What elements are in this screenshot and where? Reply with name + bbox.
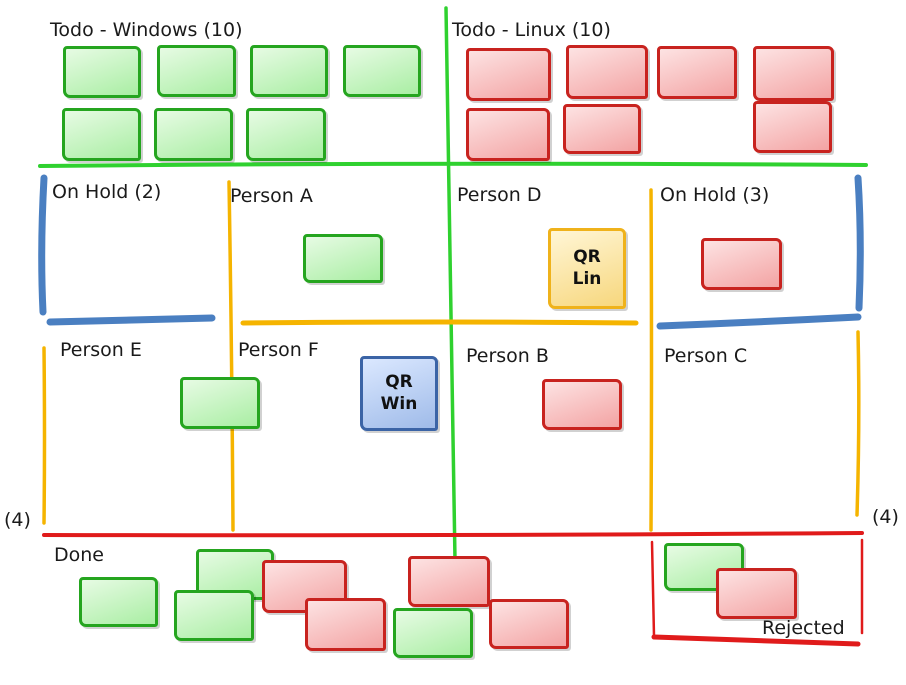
lane-label-done: Done	[54, 544, 104, 566]
linux-card-person-b[interactable]	[542, 379, 622, 430]
done-linux-card[interactable]	[489, 599, 569, 649]
lane-label-todo-linux: Todo - Linux (10)	[452, 19, 611, 41]
windows-todo-card[interactable]	[157, 45, 236, 97]
done-windows-card[interactable]	[393, 608, 473, 658]
orange-vertical-a	[227, 180, 235, 532]
lane-label-todo-windows: Todo - Windows (10)	[50, 19, 243, 41]
lane-label-person-a: Person A	[230, 185, 313, 207]
lane-label-person-d: Person D	[457, 184, 542, 206]
lane-label-person-e: Person E	[60, 339, 142, 361]
orange-horizontal-middle	[240, 319, 639, 326]
wip-limit-right: (4)	[872, 506, 899, 528]
done-windows-card[interactable]	[79, 577, 158, 627]
done-linux-card[interactable]	[262, 560, 347, 613]
linux-todo-card[interactable]	[563, 104, 641, 154]
linux-card-on-hold[interactable]	[701, 238, 782, 290]
windows-card-person-e[interactable]	[180, 377, 260, 429]
windows-todo-card[interactable]	[250, 45, 328, 97]
lane-label-on-hold-left: On Hold (2)	[52, 181, 162, 203]
linux-todo-card[interactable]	[753, 46, 834, 101]
red-done-line	[42, 531, 864, 538]
lane-label-person-c: Person C	[664, 345, 748, 367]
green-horizontal-divider	[38, 161, 868, 168]
done-linux-card[interactable]	[408, 556, 490, 607]
windows-todo-card[interactable]	[246, 108, 326, 161]
blue-left-vertical	[38, 174, 48, 316]
red-rejected-bottom	[651, 634, 861, 647]
windows-todo-card[interactable]	[62, 108, 141, 161]
linux-todo-card[interactable]	[466, 108, 550, 161]
linux-todo-card[interactable]	[657, 46, 737, 99]
lane-label-rejected: Rejected	[762, 617, 845, 639]
linux-todo-card[interactable]	[753, 101, 832, 153]
windows-todo-card[interactable]	[63, 46, 141, 98]
green-vertical-divider	[444, 6, 457, 562]
wip-limit-left: (4)	[4, 509, 31, 531]
orange-left-vertical	[42, 346, 47, 525]
windows-card-person-a[interactable]	[303, 234, 383, 283]
done-windows-card[interactable]	[174, 590, 254, 641]
linux-todo-card[interactable]	[566, 45, 648, 99]
orange-vertical-c	[649, 188, 654, 532]
linux-todo-card[interactable]	[466, 48, 551, 101]
qr-linux-card[interactable]: QR Lin	[548, 228, 626, 309]
windows-todo-card[interactable]	[154, 108, 233, 161]
lane-label-person-b: Person B	[466, 345, 549, 367]
blue-right-horizontal	[656, 313, 862, 330]
rejected-linux-card[interactable]	[716, 568, 797, 619]
red-rejected-vertical-left	[650, 540, 656, 638]
qr-windows-card[interactable]: QR Win	[360, 356, 438, 431]
windows-todo-card[interactable]	[343, 45, 421, 97]
orange-right-vertical	[855, 330, 861, 517]
blue-left-horizontal	[46, 314, 216, 326]
lane-label-on-hold-right: On Hold (3)	[660, 184, 770, 206]
lane-label-person-f: Person F	[238, 339, 319, 361]
blue-right-vertical	[854, 174, 864, 312]
done-linux-card[interactable]	[305, 598, 386, 651]
